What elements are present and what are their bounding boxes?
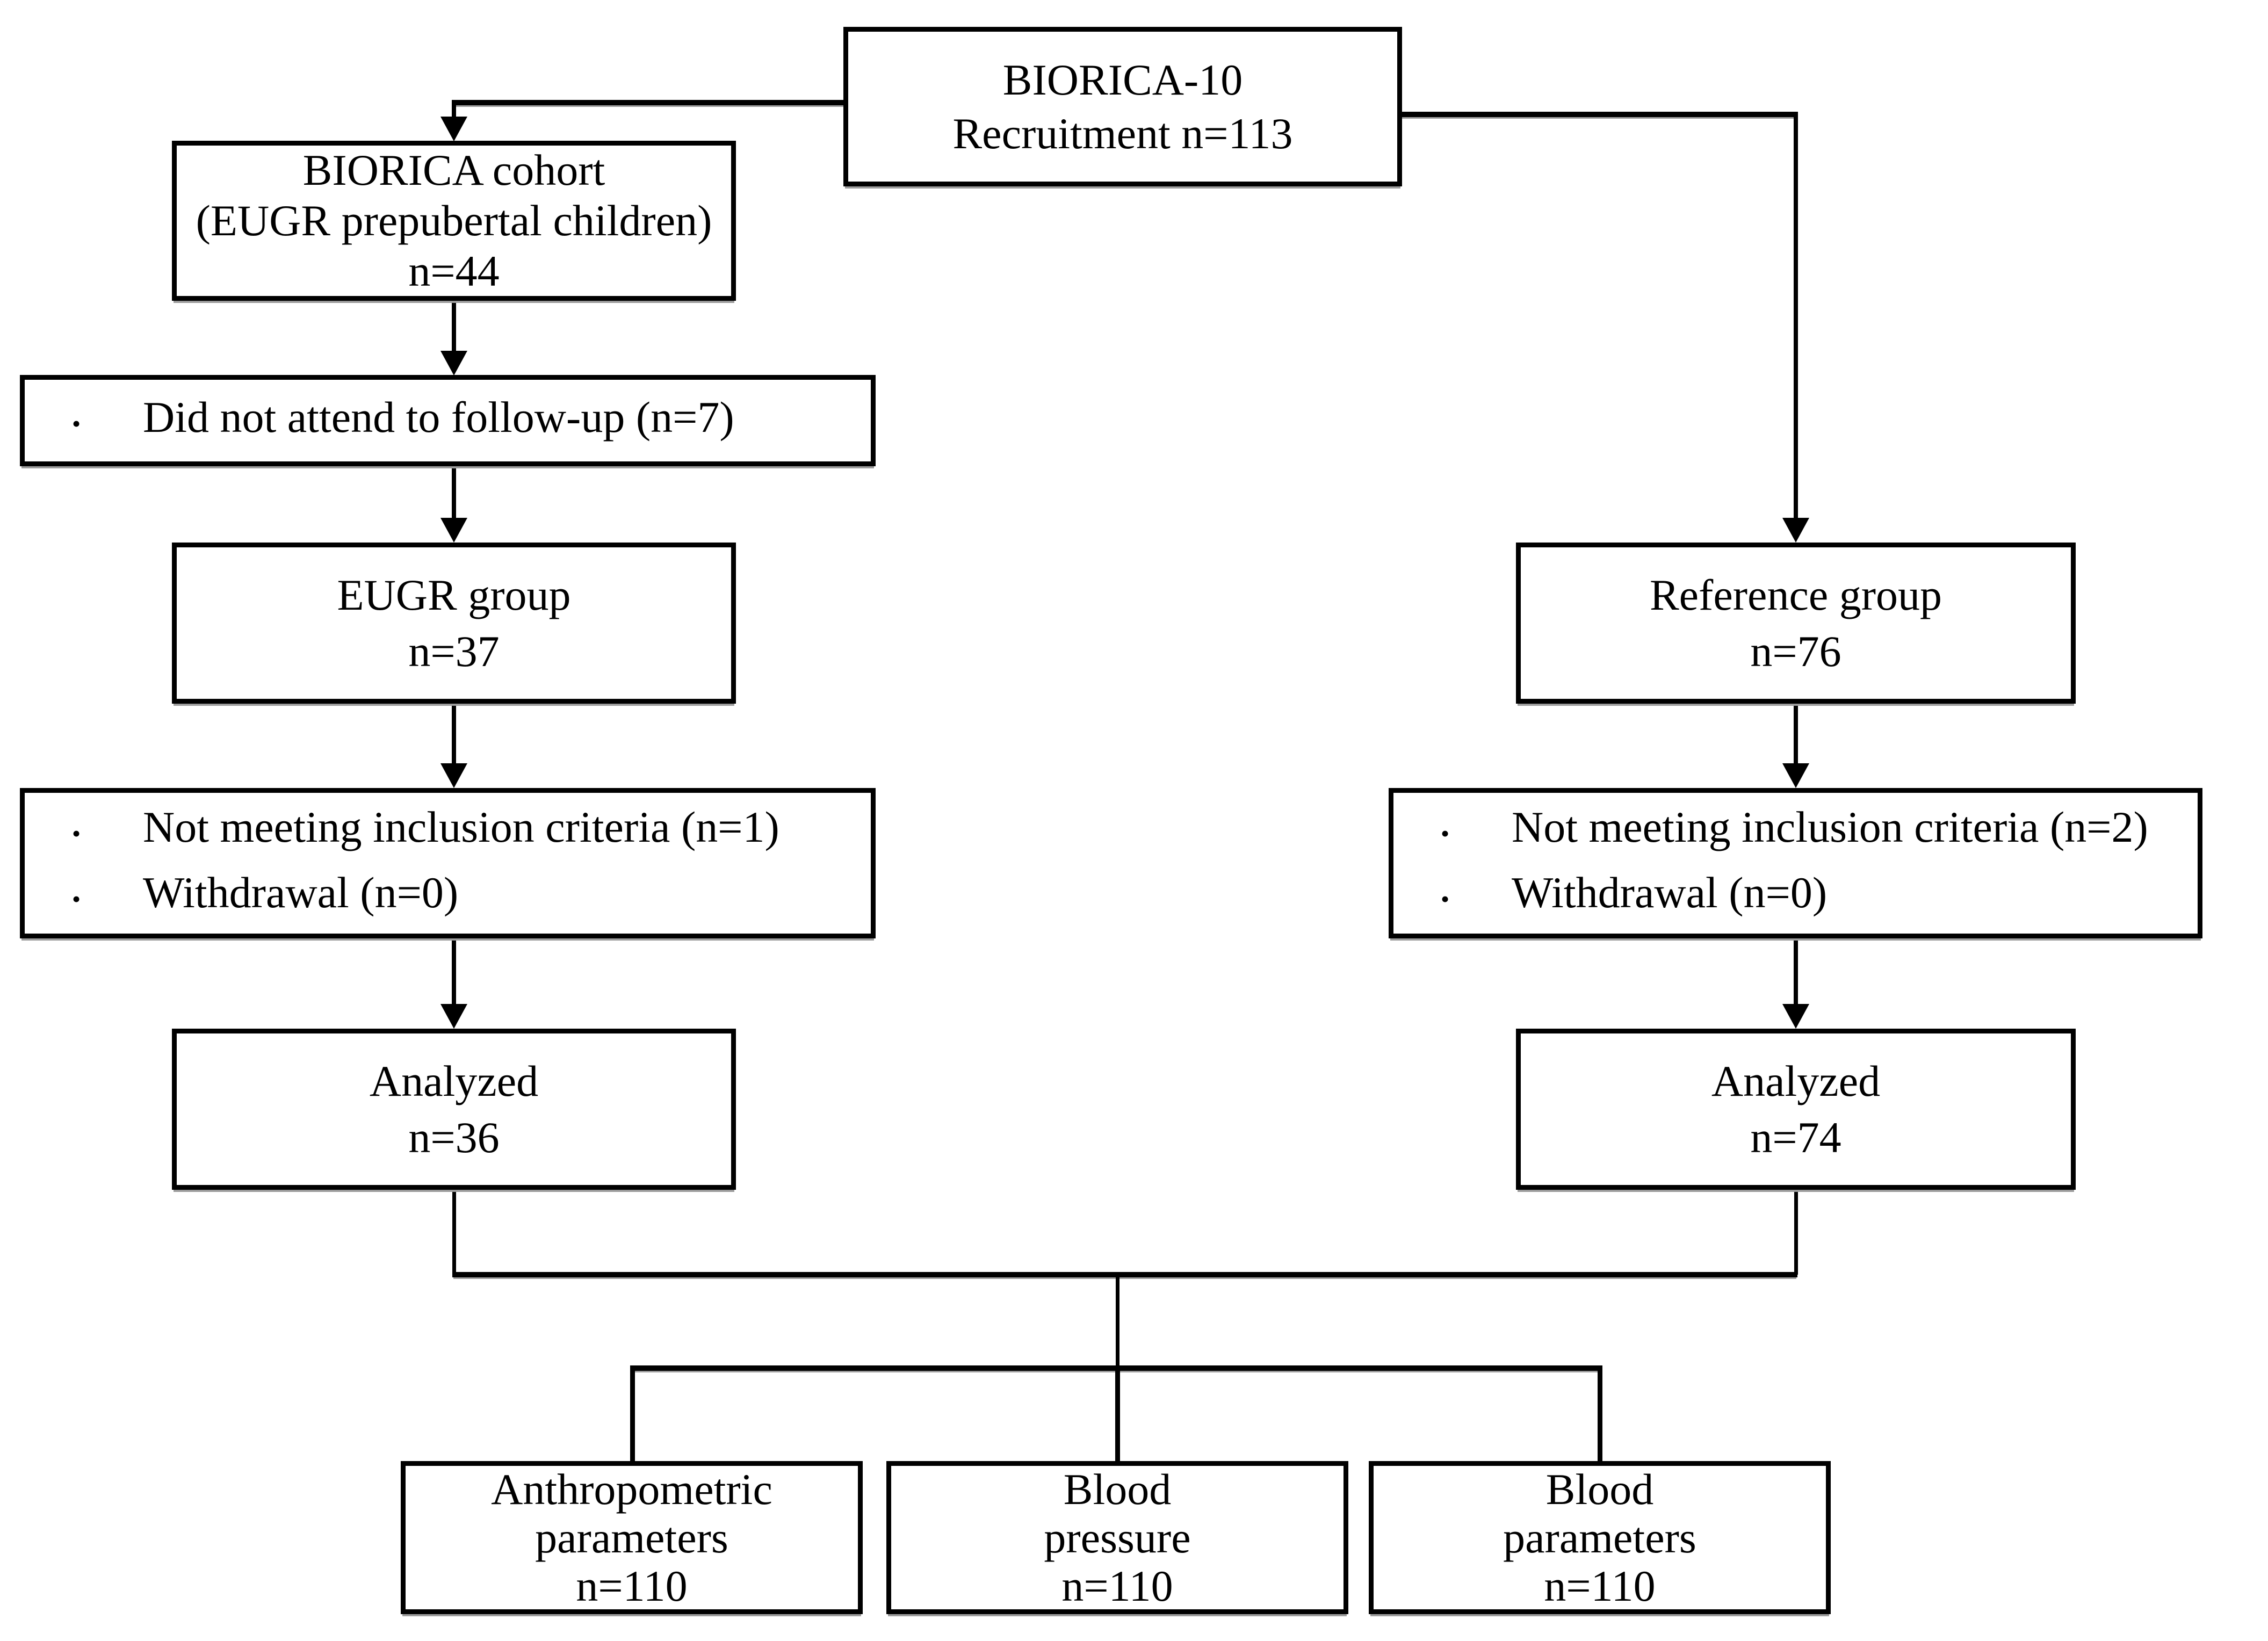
arrowhead-into-eugr-group: [440, 518, 467, 543]
node-line: Blood: [1545, 1464, 1654, 1514]
edge-into-blood-pressure: [1115, 1365, 1120, 1461]
bullet-item: • Withdrawal (n=0): [1441, 863, 2187, 929]
bullet-item: • Did not attend to follow-up (n=7): [72, 388, 860, 453]
node-line: n=44: [408, 247, 500, 295]
bullet-icon: •: [72, 410, 81, 437]
bullet-item: • Withdrawal (n=0): [72, 863, 860, 929]
arrowhead-into-biorica-cohort: [440, 117, 467, 141]
node-line: Blood: [1063, 1464, 1172, 1514]
node-analyzed-reference: Analyzed n=74: [1516, 1029, 2076, 1190]
edge-eugr-to-exclusions-vertical: [452, 703, 456, 764]
edge-cohort-to-followup-vertical: [452, 300, 456, 353]
node-line: Recruitment n=113: [952, 109, 1293, 158]
bullet-text: Not meeting inclusion criteria (n=2): [1512, 803, 2148, 851]
edge-recruitment-left-horizontal: [452, 100, 846, 105]
node-anthropometric-parameters: Anthropometric parameters n=110: [401, 1461, 863, 1614]
node-eugr-group: EUGR group n=37: [172, 543, 736, 704]
edge-recruitment-to-cohort-vertical: [452, 100, 456, 118]
edge-into-anthropometric: [630, 1365, 635, 1461]
node-did-not-attend: • Did not attend to follow-up (n=7): [20, 375, 876, 466]
bullet-text: Withdrawal (n=0): [1512, 868, 1828, 917]
node-line: BIORICA cohort: [302, 146, 605, 194]
edge-recruitment-right-horizontal: [1399, 112, 1798, 117]
bullet-text: Did not attend to follow-up (n=7): [143, 393, 734, 442]
node-reference-group: Reference group n=76: [1516, 543, 2076, 704]
node-line: parameters: [535, 1513, 728, 1562]
bullet-item: • Not meeting inclusion criteria (n=2): [1441, 798, 2187, 863]
node-line: n=110: [1061, 1561, 1173, 1610]
bullet-text: Not meeting inclusion criteria (n=1): [143, 803, 779, 851]
edge-exclusions-to-analyzed-reference-vertical: [1794, 937, 1798, 1005]
edge-followup-to-eugr-vertical: [452, 465, 456, 519]
node-line: n=110: [1544, 1561, 1656, 1610]
arrowhead-into-eugr-exclusions: [440, 763, 467, 788]
node-biorica-cohort: BIORICA cohort (EUGR prepubertal childre…: [172, 141, 736, 301]
edge-merge-down: [1116, 1274, 1119, 1365]
node-eugr-exclusions: • Not meeting inclusion criteria (n=1) •…: [20, 788, 876, 938]
node-line: Reference group: [1649, 570, 1942, 619]
node-blood-pressure: Blood pressure n=110: [886, 1461, 1348, 1614]
arrowhead-into-analyzed-reference: [1782, 1004, 1809, 1029]
node-line: n=110: [576, 1561, 688, 1610]
node-line: Analyzed: [1711, 1057, 1881, 1105]
edge-recruitment-to-reference-vertical: [1794, 112, 1798, 519]
node-line: (EUGR prepubertal children): [196, 196, 712, 245]
arrowhead-into-reference-exclusions: [1782, 763, 1809, 788]
node-line: n=36: [408, 1113, 500, 1162]
bullet-icon: •: [1441, 885, 1450, 913]
arrowhead-into-reference-group: [1782, 518, 1809, 543]
bullet-text: Withdrawal (n=0): [143, 868, 459, 917]
arrowhead-into-followup-exclusion: [440, 351, 467, 375]
node-line: n=37: [408, 627, 500, 676]
node-line: n=74: [1750, 1113, 1841, 1162]
node-line: Anthropometric: [491, 1464, 772, 1514]
node-analyzed-eugr: Analyzed n=36: [172, 1029, 736, 1190]
node-line: EUGR group: [337, 570, 571, 619]
edge-reference-to-exclusions-vertical: [1794, 703, 1798, 764]
node-recruitment: BIORICA-10 Recruitment n=113: [843, 27, 1402, 186]
node-reference-exclusions: • Not meeting inclusion criteria (n=2) •…: [1389, 788, 2202, 938]
bullet-icon: •: [72, 820, 81, 847]
bullet-icon: •: [72, 885, 81, 913]
bullet-item: • Not meeting inclusion criteria (n=1): [72, 798, 860, 863]
edge-into-blood-parameters: [1598, 1365, 1602, 1461]
node-line: pressure: [1044, 1513, 1191, 1562]
arrowhead-into-analyzed-eugr: [440, 1004, 467, 1029]
node-blood-parameters: Blood parameters n=110: [1369, 1461, 1831, 1614]
bullet-icon: •: [1441, 820, 1450, 847]
edge-exclusions-to-analyzed-eugr-vertical: [452, 937, 456, 1005]
node-line: BIORICA-10: [1002, 55, 1243, 104]
edge-merge-horizontal: [452, 1272, 1797, 1277]
node-line: n=76: [1750, 627, 1841, 676]
node-line: Analyzed: [369, 1057, 539, 1105]
edge-analyzed-reference-down: [1794, 1189, 1798, 1275]
edge-analyzed-eugr-down: [452, 1189, 456, 1275]
node-line: parameters: [1503, 1513, 1696, 1562]
